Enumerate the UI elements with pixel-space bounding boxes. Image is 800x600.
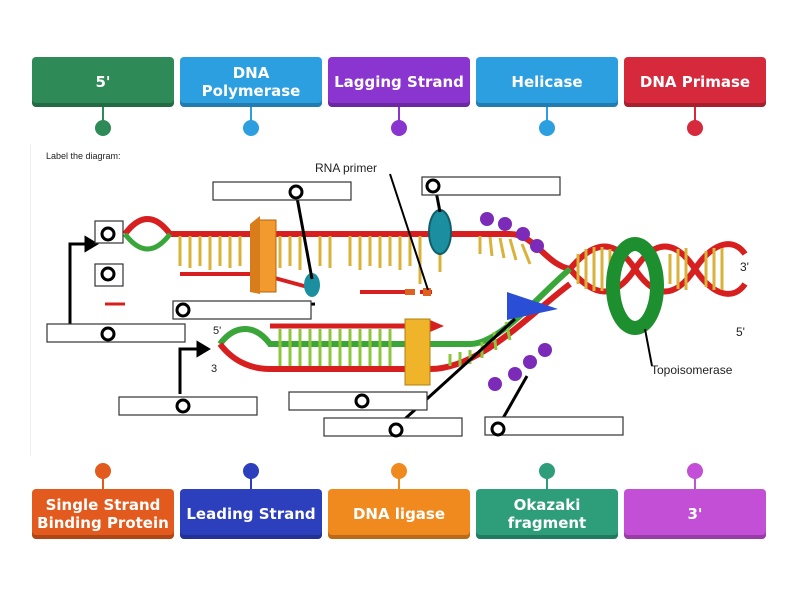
tile-connector — [546, 107, 548, 121]
tile-anchor-dot[interactable] — [391, 120, 407, 136]
tile-5-prime[interactable]: 5' — [32, 57, 174, 107]
tile-connector — [694, 107, 696, 121]
tile-connector — [102, 107, 104, 121]
tile-connector — [546, 475, 548, 489]
tile-anchor-dot[interactable] — [687, 463, 703, 479]
tile-dna-polymerase[interactable]: DNA Polymerase — [180, 57, 322, 107]
tile-anchor-dot[interactable] — [539, 463, 555, 479]
tile-anchor-dot[interactable] — [243, 120, 259, 136]
tile-connector — [250, 475, 252, 489]
tile-dna-ligase[interactable]: DNA ligase — [328, 489, 470, 539]
tile-connector — [694, 475, 696, 489]
tile-connector — [102, 475, 104, 489]
drop-target-circles — [100, 178, 506, 438]
instruction-text: Label the diagram: — [46, 151, 121, 161]
tile-lagging-strand[interactable]: Lagging Strand — [328, 57, 470, 107]
tile-dna-primase[interactable]: DNA Primase — [624, 57, 766, 107]
helicase-shape — [428, 209, 452, 255]
end-label-5-right: 5' — [736, 325, 745, 339]
tile-okazaki-fragment[interactable]: Okazaki fragment — [476, 489, 618, 539]
tile-3-prime[interactable]: 3' — [624, 489, 766, 539]
rna-primer-label: RNA primer — [315, 161, 377, 175]
tile-leading-strand[interactable]: Leading Strand — [180, 489, 322, 539]
ssb-proteins — [480, 212, 552, 391]
end-label-3-left: 3 — [211, 363, 217, 375]
topoisomerase-label: Topoisomerase — [651, 363, 733, 377]
polymerase-blocks — [250, 216, 431, 386]
tile-single-strand-binding-protein[interactable]: Single Strand Binding Protein — [32, 489, 174, 539]
tile-connector — [250, 107, 252, 121]
parent-helix — [567, 241, 748, 297]
tile-helicase[interactable]: Helicase — [476, 57, 618, 107]
tile-anchor-dot[interactable] — [687, 120, 703, 136]
tile-anchor-dot[interactable] — [391, 463, 407, 479]
tile-anchor-dot[interactable] — [95, 120, 111, 136]
tile-connector — [398, 107, 400, 121]
dna-replication-diagram: Label the diagram: — [30, 144, 770, 456]
primase-shape — [507, 292, 558, 320]
tile-connector — [398, 475, 400, 489]
tile-anchor-dot[interactable] — [539, 120, 555, 136]
tile-anchor-dot[interactable] — [243, 463, 259, 479]
end-label-3-right: 3' — [740, 260, 749, 274]
end-label-5-left: 5' — [213, 325, 221, 337]
tile-anchor-dot[interactable] — [95, 463, 111, 479]
topoisomerase-ring — [606, 237, 664, 335]
